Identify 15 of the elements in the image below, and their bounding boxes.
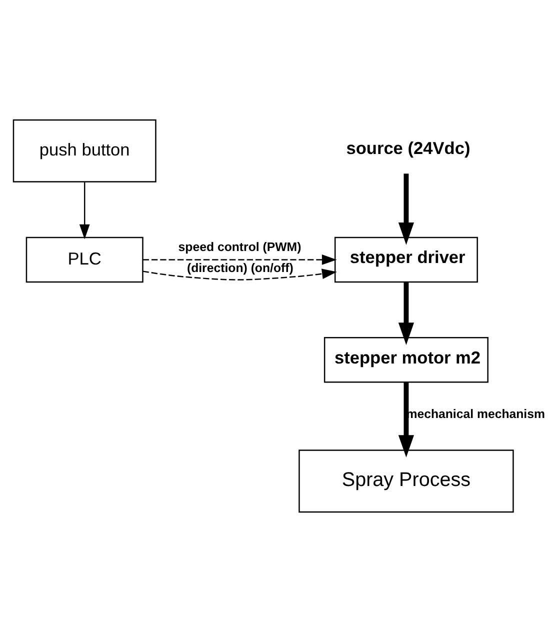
arrow: [79, 182, 90, 240]
arrow: [398, 282, 414, 345]
node-text: source (24Vdc): [346, 138, 470, 158]
arrow: [142, 268, 337, 280]
node-box: Spray Process: [298, 450, 514, 513]
edge-label: speed control (PWM): [178, 240, 302, 254]
node-box: stepper driver: [334, 236, 478, 283]
edge-label: mechanical mechanism: [406, 407, 545, 422]
node-box: stepper motor m2: [324, 337, 488, 383]
arrow: [142, 254, 337, 265]
edge-label: (direction) (on/off): [186, 261, 294, 276]
node-box: PLC: [26, 236, 144, 283]
arrow: [398, 174, 414, 245]
node-box: push button: [12, 119, 156, 182]
arrow: [398, 382, 414, 458]
